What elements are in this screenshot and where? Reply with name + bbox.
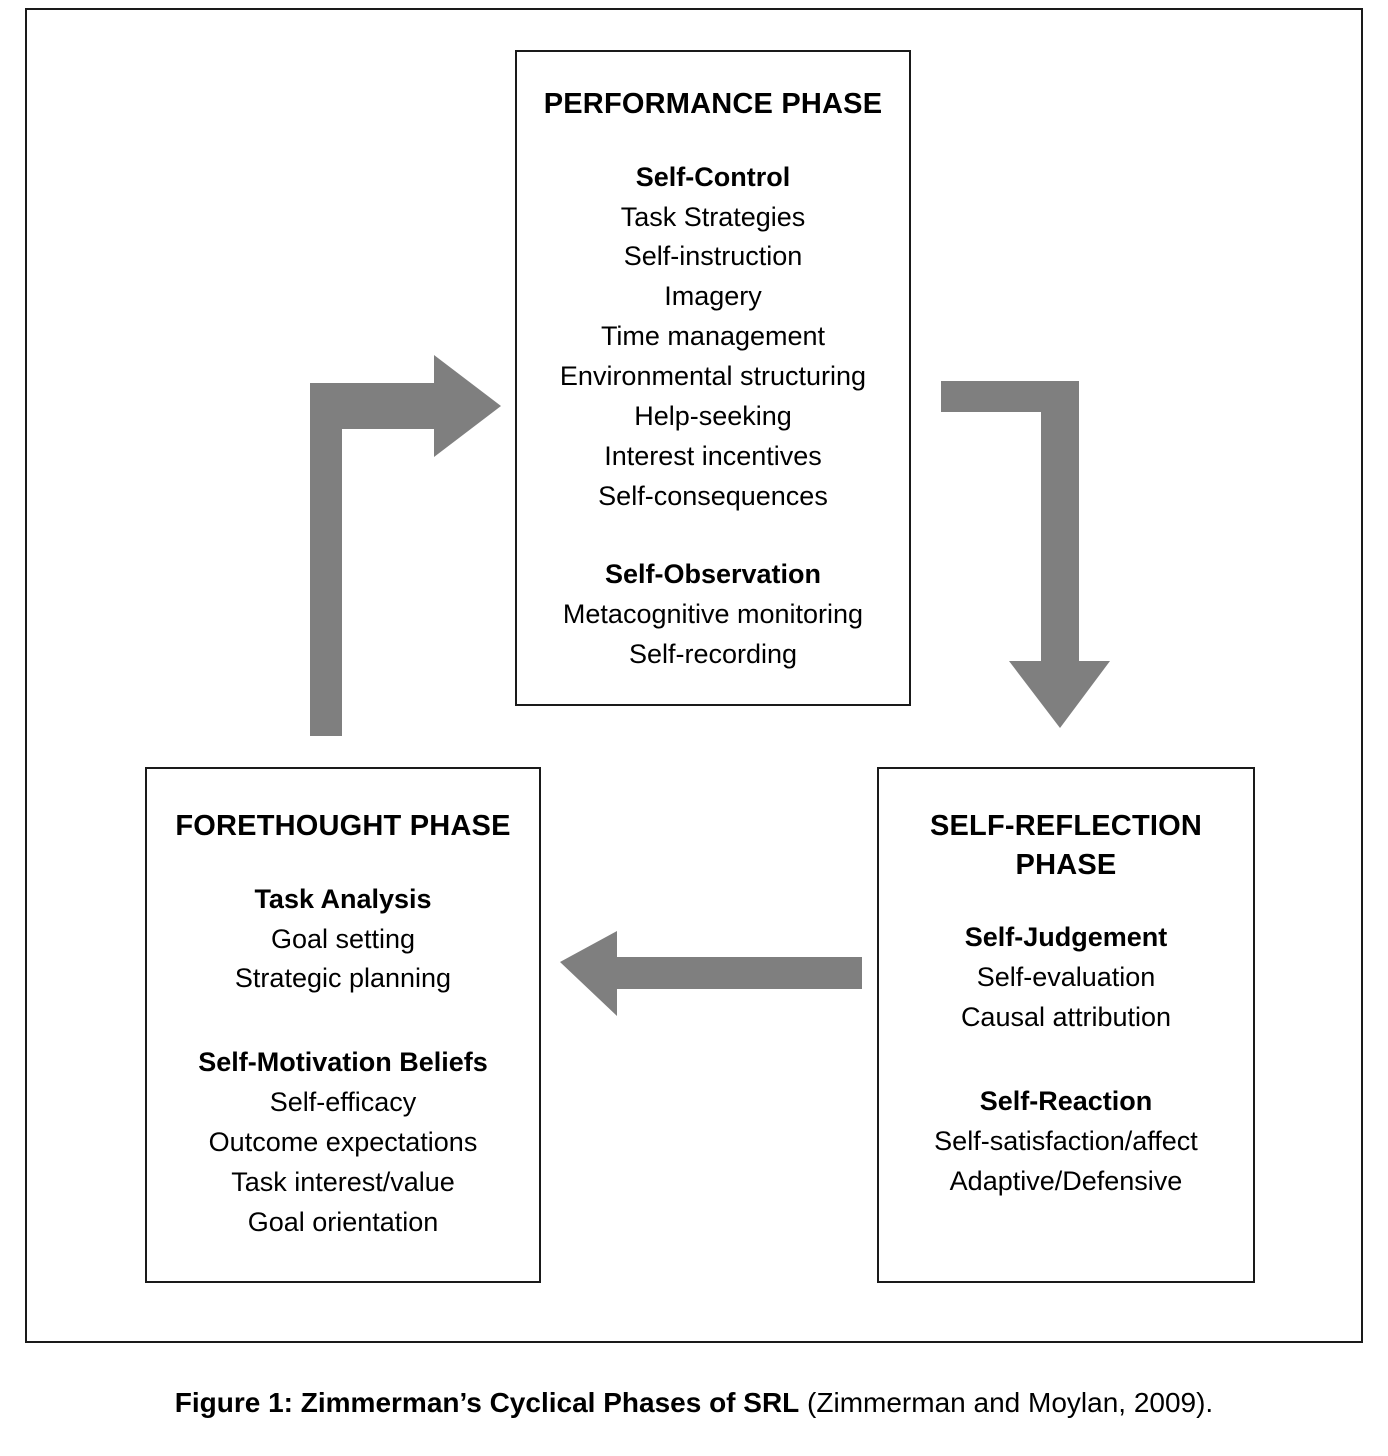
item-interest-incentives: Interest incentives [604,441,822,472]
item-metacognitive-monitoring: Metacognitive monitoring [562,599,864,630]
self-reflection-group-self-judgement: Self-Judgement Self-evaluation Causal at… [879,918,1253,1038]
performance-group-self-control: Self-Control Task Strategies Self-instru… [517,158,909,518]
item-self-satisfaction-affect: Self-satisfaction/affect [934,1125,1198,1156]
item-goal-orientation: Goal orientation [247,1207,439,1238]
figure-caption-bold: Figure 1: Zimmerman’s Cyclical Phases of… [174,1387,800,1418]
self-reflection-phase-title-line-2: PHASE [1015,848,1117,881]
item-goal-setting: Goal setting [270,923,416,954]
item-causal-attribution: Causal attribution [960,1002,1172,1033]
forethought-group-self-motivation-beliefs: Self-Motivation Beliefs Self-efficacy Ou… [147,1043,539,1243]
group-heading-self-judgement: Self-Judgement [964,922,1168,953]
performance-phase-title: PERFORMANCE PHASE [543,88,883,120]
item-self-efficacy: Self-efficacy [269,1087,417,1118]
item-adaptive-defensive: Adaptive/Defensive [949,1165,1183,1196]
forethought-group-task-analysis: Task Analysis Goal setting Strategic pla… [147,880,539,1000]
self-reflection-phase-title: SELF-REFLECTION PHASE [879,807,1253,884]
figure-caption: Figure 1: Zimmerman’s Cyclical Phases of… [0,1385,1388,1420]
performance-phase-box[interactable]: PERFORMANCE PHASE Self-Control Task Stra… [515,50,911,706]
figure-caption-normal: (Zimmerman and Moylan, 2009). [799,1387,1214,1418]
performance-group-self-observation: Self-Observation Metacognitive monitorin… [517,555,909,675]
forethought-phase-box[interactable]: FORETHOUGHT PHASE Task Analysis Goal set… [145,767,541,1283]
item-outcome-expectations: Outcome expectations [208,1127,478,1158]
item-self-consequences: Self-consequences [598,481,828,512]
item-time-management: Time management [600,321,826,352]
self-reflection-phase-box[interactable]: SELF-REFLECTION PHASE Self-Judgement Sel… [877,767,1255,1283]
group-heading-task-analysis: Task Analysis [254,883,432,914]
group-heading-self-observation: Self-Observation [604,559,822,590]
forethought-phase-title: FORETHOUGHT PHASE [175,810,511,842]
self-reflection-group-self-reaction: Self-Reaction Self-satisfaction/affect A… [879,1082,1253,1202]
item-imagery: Imagery [664,281,762,312]
item-help-seeking: Help-seeking [634,401,792,432]
group-heading-self-reaction: Self-Reaction [979,1085,1153,1116]
item-strategic-planning: Strategic planning [234,963,452,994]
self-reflection-phase-title-line-1: SELF-REFLECTION [929,810,1203,842]
group-heading-self-control: Self-Control [635,161,791,192]
group-heading-self-motivation-beliefs: Self-Motivation Beliefs [198,1047,488,1078]
item-task-interest-value: Task interest/value [231,1167,455,1198]
item-self-instruction: Self-instruction [623,241,803,272]
item-self-recording: Self-recording [628,639,798,670]
item-environmental-structuring: Environmental structuring [559,361,867,392]
item-task-strategies: Task Strategies [620,201,806,232]
item-self-evaluation: Self-evaluation [976,962,1156,993]
